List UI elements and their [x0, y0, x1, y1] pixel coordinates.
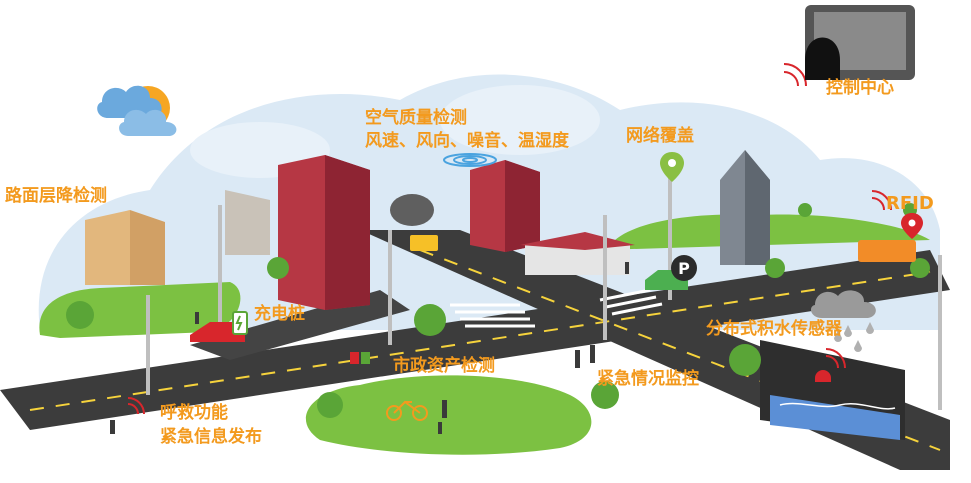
smoke-cloud: [390, 194, 434, 226]
yellow-truck: [410, 235, 438, 251]
street-lamps: [146, 175, 942, 410]
tunnel-underpass: [760, 340, 905, 440]
label-municipal-assets: 市政资产检测: [393, 356, 495, 376]
trees: [66, 203, 930, 418]
label-rescue-line1: 呼救功能: [160, 403, 228, 423]
sun-cloud-icon: [97, 85, 177, 136]
location-pin-icon: [660, 152, 684, 182]
building-houses-left: [85, 190, 270, 285]
label-air-quality-line2: 风速、风向、噪音、温湿度: [365, 131, 569, 151]
label-rfid: RFID: [886, 193, 934, 214]
wireless-signal-icon: [127, 397, 145, 415]
label-charging-pile: 充电桩: [254, 304, 305, 324]
building-gray-right: [720, 150, 770, 265]
grass-area: [305, 375, 592, 455]
pedestrians: [110, 262, 629, 434]
building-red-tall: [278, 155, 370, 310]
label-road-settlement: 路面层降检测: [5, 186, 107, 206]
wireless-signal-icon: [871, 190, 892, 211]
location-pin-icon: [901, 213, 923, 239]
bicycle-icon: [386, 400, 428, 421]
parking-icon: P: [671, 255, 697, 281]
wireless-signal-icon: [825, 348, 846, 369]
label-rescue-line2: 紧急信息发布: [160, 427, 262, 447]
rain-cloud-icon: [810, 290, 876, 352]
label-emergency-monitor: 紧急情况监控: [597, 369, 699, 389]
air-sensor-rings-icon: [443, 153, 497, 167]
building-red-mid: [470, 160, 540, 252]
municipal-bins-icon: [350, 352, 370, 364]
cloud-shape: [440, 85, 600, 155]
svg-text:P: P: [678, 259, 690, 278]
control-center-monitor: [805, 5, 915, 80]
charging-station-icon: [232, 311, 248, 335]
label-control-center: 控制中心: [826, 78, 894, 98]
label-network: 网络覆盖: [626, 126, 694, 146]
label-water-sensor: 分布式积水传感器: [706, 319, 842, 339]
car-red: [190, 322, 245, 342]
bus: [858, 240, 916, 262]
label-air-quality-line1: 空气质量检测: [365, 108, 467, 128]
wireless-signal-icon: [783, 63, 807, 87]
siren-icon: [815, 370, 831, 382]
